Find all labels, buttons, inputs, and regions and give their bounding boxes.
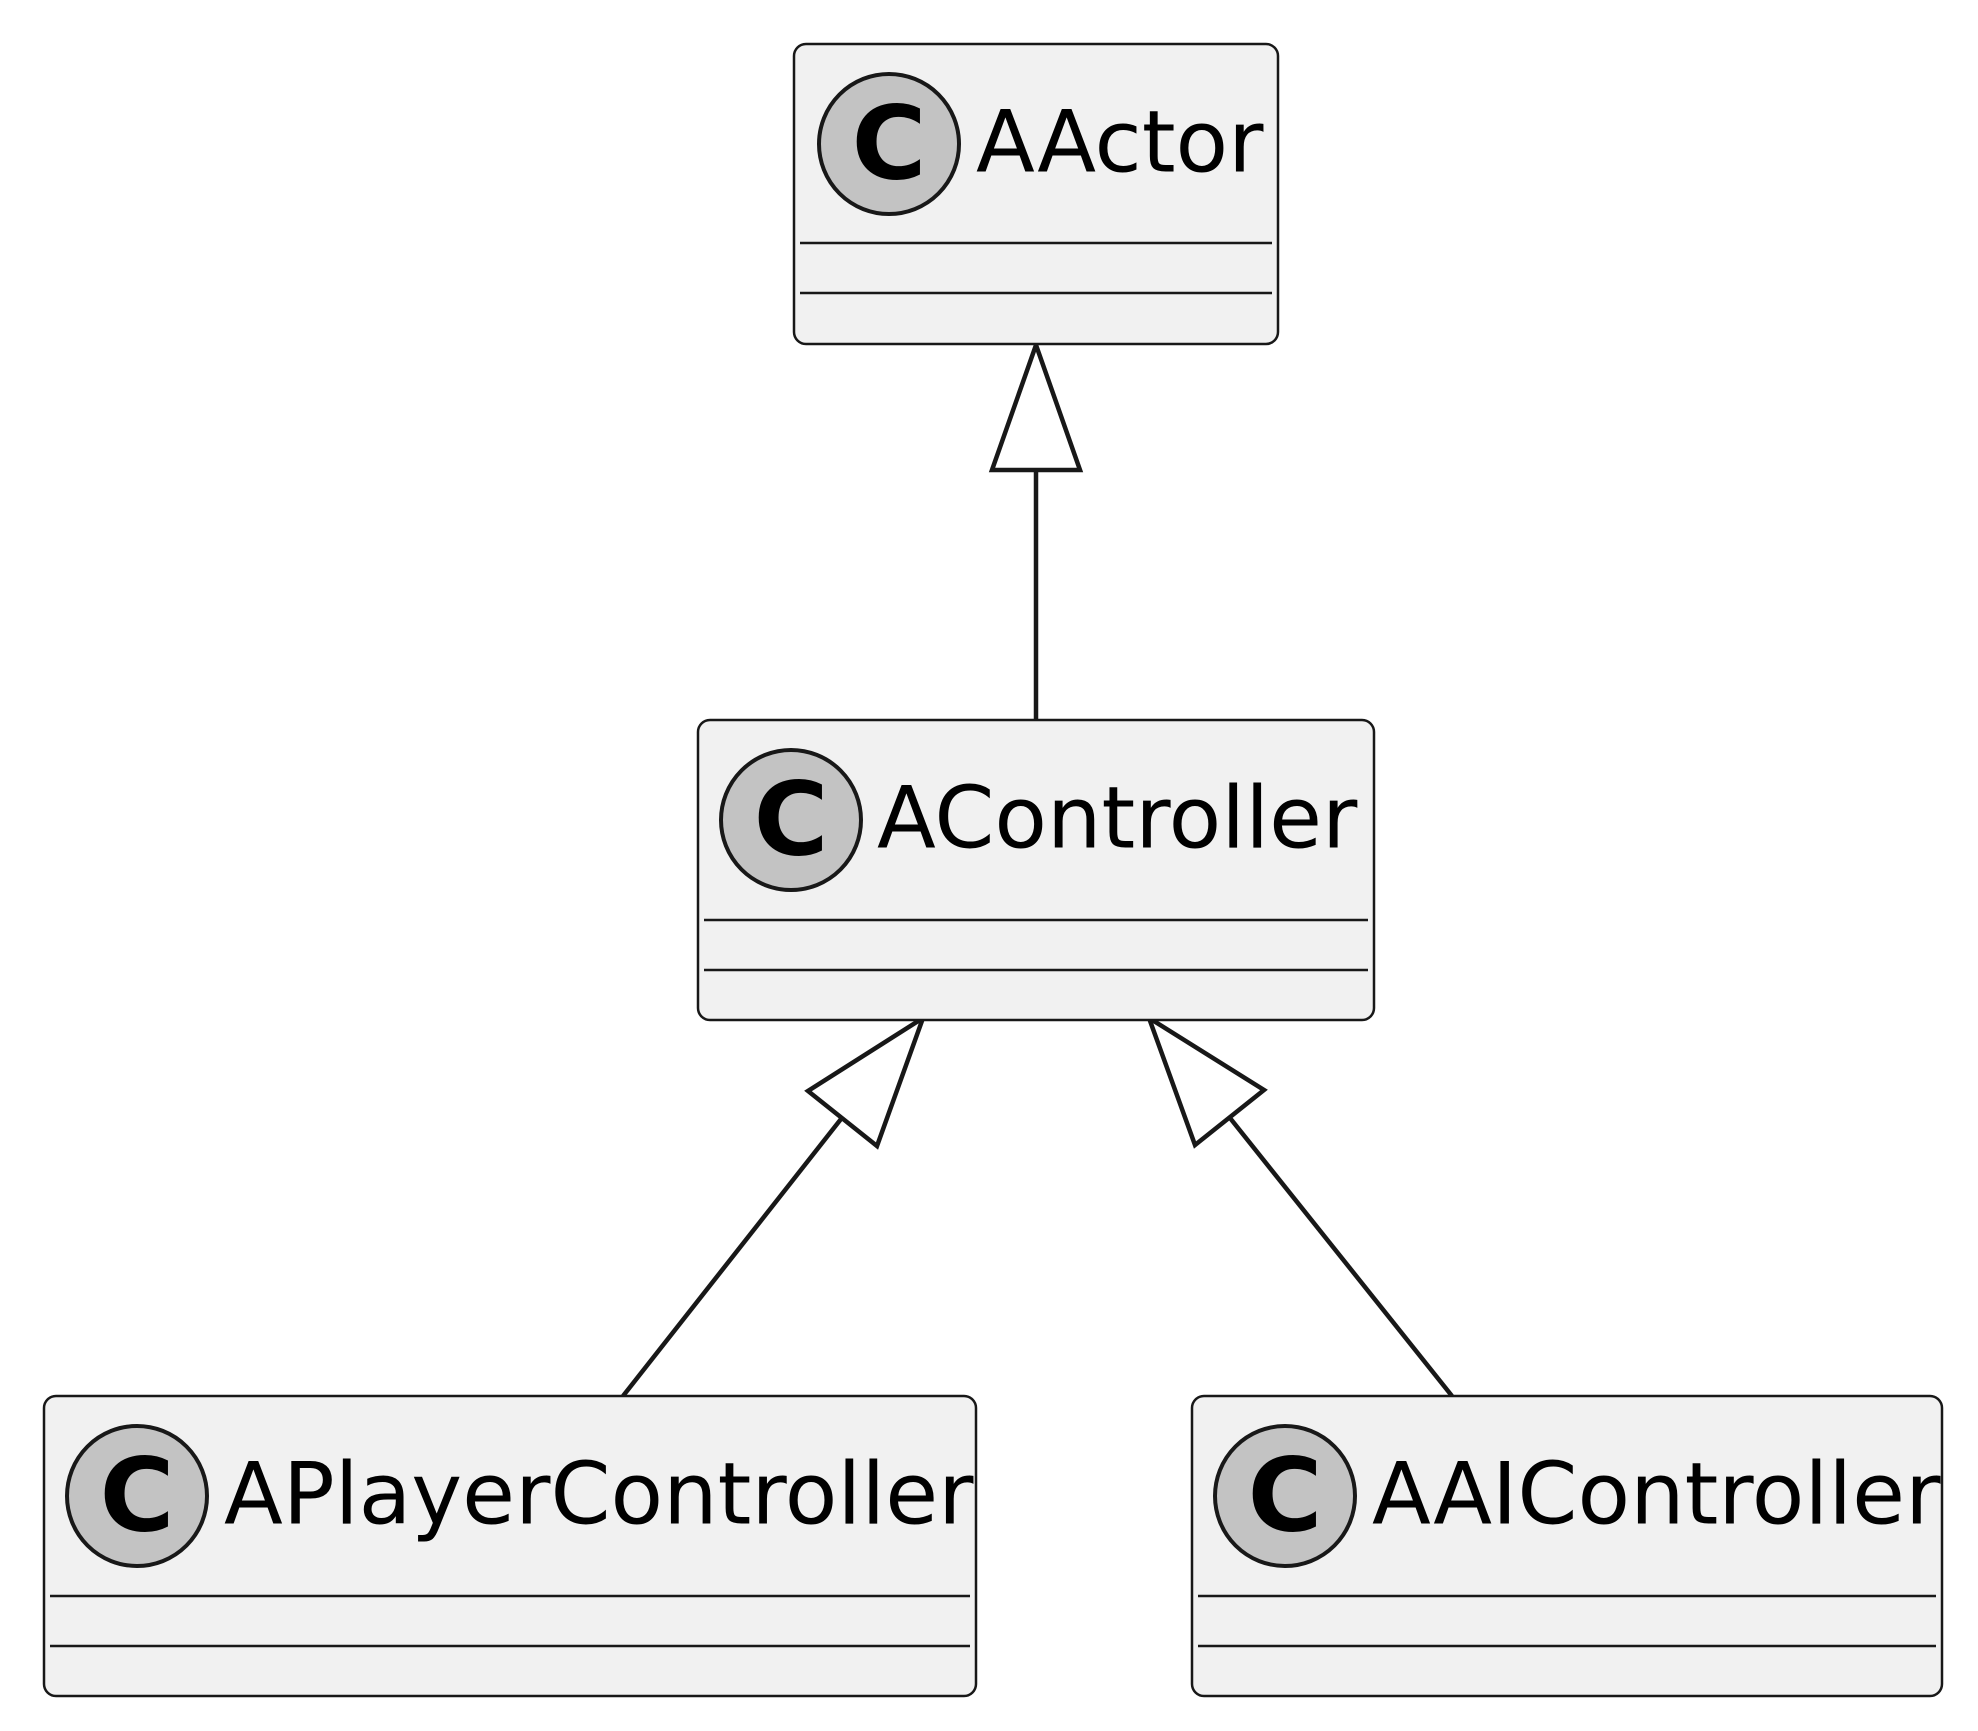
class-icon: C (1213, 1424, 1357, 1568)
edge-aplayercontroller-to-acontroller (621, 1012, 928, 1398)
class-icon: C (65, 1424, 209, 1568)
inheritance-arrowhead (1144, 1012, 1268, 1149)
class-icon-letter: C (852, 85, 927, 204)
inheritance-edges (621, 338, 1454, 1398)
class-name-aaicontroller: AAIController (1372, 1444, 1941, 1544)
class-name-aplayercontroller: APlayerController (224, 1444, 974, 1544)
class-icon-letter: C (1248, 1437, 1323, 1556)
edge-aaicontroller-to-acontroller (1144, 1012, 1454, 1398)
class-icon-letter: C (754, 761, 829, 880)
class-icon: C (817, 72, 961, 216)
class-icon-letter: C (100, 1437, 175, 1556)
class-aplayercontroller[interactable]: C APlayerController (42, 1394, 978, 1698)
inheritance-arrowhead (804, 1012, 928, 1150)
inheritance-arrowhead (988, 338, 1084, 473)
class-icon: C (719, 748, 863, 892)
class-name-aactor: AActor (976, 92, 1264, 192)
class-aaicontroller[interactable]: C AAIController (1190, 1394, 1944, 1698)
class-aactor[interactable]: C AActor (792, 42, 1280, 346)
edge-acontroller-to-aactor (988, 338, 1084, 720)
class-acontroller[interactable]: C AController (696, 718, 1376, 1022)
class-name-acontroller: AController (877, 768, 1358, 868)
